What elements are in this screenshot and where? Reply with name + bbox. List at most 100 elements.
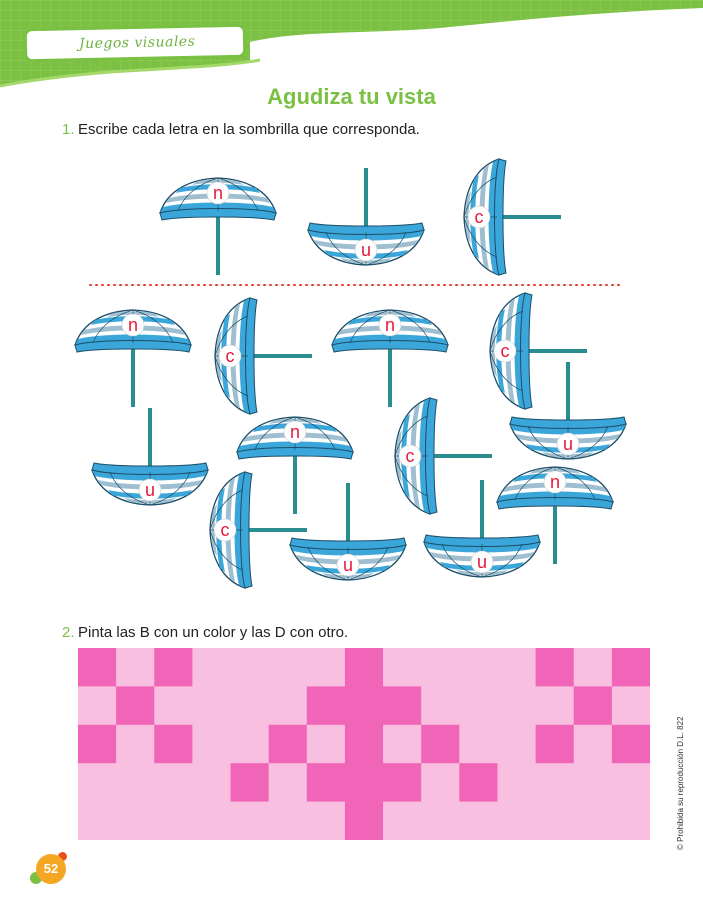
grid-cell-light[interactable] [459,686,498,726]
grid-cell-light[interactable] [192,686,232,726]
grid-cell-light[interactable] [459,648,498,687]
grid-cell-light[interactable] [535,686,575,726]
umbrella-letter: n [213,183,223,203]
grid-cell-light[interactable] [535,763,575,803]
grid-cell-dark[interactable] [344,801,384,840]
umbrella-letter: u [343,555,353,575]
letter-circle [398,444,422,468]
grid-cell-light[interactable] [116,648,155,687]
grid-cell-light[interactable] [154,801,193,840]
grid-cell-dark[interactable] [535,648,575,687]
grid-cell-dark[interactable] [383,763,422,803]
grid-cell-light[interactable] [573,724,613,764]
exercise-1-instruction: Escribe cada letra en la sombrilla que c… [78,121,420,138]
grid-cell-light[interactable] [230,686,270,726]
grid-cell-dark[interactable] [230,763,270,803]
section-tab: Juegos visuales [23,23,247,63]
grid-cell-dark[interactable] [268,724,308,764]
grid-cell-dark[interactable] [611,724,650,764]
umbrella-item-up: n [236,416,354,515]
grid-cell-dark[interactable] [459,763,498,803]
grid-cell-light[interactable] [573,763,613,803]
grid-cell-dark[interactable] [535,724,575,764]
grid-cell-light[interactable] [192,648,232,687]
exercise-2-number: 2. [62,624,75,641]
grid-cell-light[interactable] [535,801,575,840]
orange-dot [58,852,67,861]
letter-circle [121,313,145,337]
grid-cell-light[interactable] [306,724,346,764]
letter-circle [206,181,230,205]
grid-cell-light[interactable] [383,801,422,840]
umbrella-letter: c [221,520,230,540]
grid-cell-dark[interactable] [344,724,384,764]
grid-cell-light[interactable] [573,801,613,840]
grid-cell-light[interactable] [573,648,613,687]
umbrella-item-down: u [509,361,627,460]
umbrella-item-down: u [91,407,209,506]
grid-cell-light[interactable] [497,724,537,764]
grid-cell-light[interactable] [230,724,270,764]
grid-cell-dark[interactable] [573,686,613,726]
umbrella-item-up: n [74,309,192,408]
letter-circle [283,420,307,444]
grid-cell-light[interactable] [421,801,460,840]
grid-cell-light[interactable] [611,763,650,803]
grid-cell-light[interactable] [383,724,422,764]
grid-cell-light[interactable] [78,686,117,726]
grid-cell-light[interactable] [230,801,270,840]
copyright-note: © Prohibida su reproducción D.L. 822 [676,716,685,850]
model-umbrella-down: u [307,167,425,266]
grid-cell-dark[interactable] [154,724,193,764]
grid-cell-light[interactable] [306,801,346,840]
grid-cell-dark[interactable] [78,648,117,687]
umbrella-item-left: c [209,471,308,589]
grid-cell-light[interactable] [268,686,308,726]
grid-cell-light[interactable] [611,686,650,726]
grid-cell-dark[interactable] [344,686,384,726]
grid-cell-light[interactable] [116,801,155,840]
grid-cell-dark[interactable] [344,763,384,803]
grid-cell-light[interactable] [383,648,422,687]
grid-cell-light[interactable] [78,801,117,840]
grid-cell-light[interactable] [497,763,537,803]
grid-cell-light[interactable] [497,686,537,726]
umbrella-item-down: u [289,482,407,581]
grid-cell-light[interactable] [192,724,232,764]
grid-cell-light[interactable] [268,648,308,687]
grid-cell-light[interactable] [497,801,537,840]
grid-cell-light[interactable] [116,724,155,764]
grid-cell-dark[interactable] [306,763,346,803]
grid-cell-light[interactable] [268,801,308,840]
umbrella-letter: c [501,341,510,361]
umbrella-letter: n [128,315,138,335]
grid-cell-light[interactable] [268,763,308,803]
grid-cell-dark[interactable] [344,648,384,687]
grid-cell-light[interactable] [459,724,498,764]
grid-cell-light[interactable] [192,763,232,803]
grid-cell-light[interactable] [497,648,537,687]
grid-cell-light[interactable] [154,763,193,803]
grid-cell-light[interactable] [230,648,270,687]
umbrella-item-left: c [489,292,588,410]
umbrella-letter: n [550,472,560,492]
grid-cell-light[interactable] [78,763,117,803]
grid-cell-light[interactable] [116,763,155,803]
grid-cell-dark[interactable] [78,724,117,764]
header-band [0,0,703,88]
grid-cell-light[interactable] [192,801,232,840]
grid-cell-light[interactable] [421,686,460,726]
grid-cell-dark[interactable] [383,686,422,726]
grid-cell-dark[interactable] [611,648,650,687]
grid-cell-dark[interactable] [306,686,346,726]
grid-cell-light[interactable] [611,801,650,840]
grid-cell-dark[interactable] [421,724,460,764]
grid-cell-dark[interactable] [116,686,155,726]
grid-cell-light[interactable] [154,686,193,726]
grid-cell-light[interactable] [421,763,460,803]
grid-cell-light[interactable] [459,801,498,840]
grid-cell-light[interactable] [306,648,346,687]
grid-cell-light[interactable] [421,648,460,687]
letter-grid [78,648,650,840]
grid-cell-dark[interactable] [154,648,193,687]
